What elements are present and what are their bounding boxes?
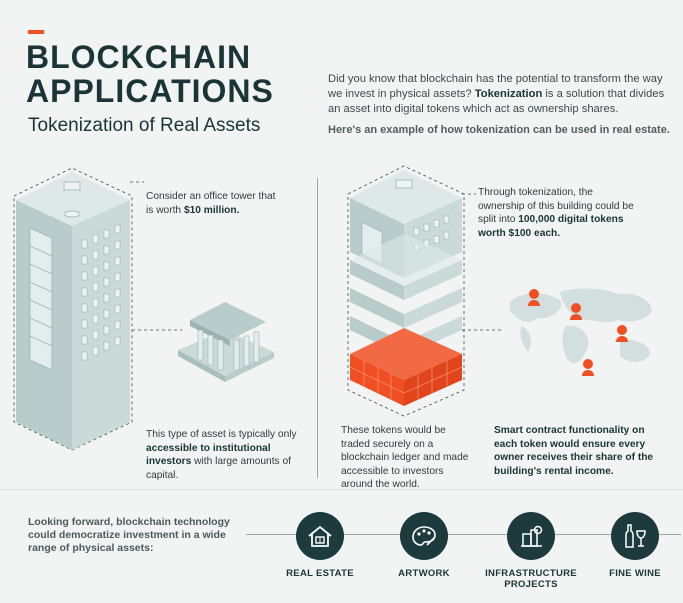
- window: [114, 224, 121, 234]
- window: [92, 346, 99, 356]
- window: [92, 266, 99, 276]
- window: [114, 256, 121, 266]
- window: [114, 336, 121, 346]
- window: [92, 250, 99, 260]
- window: [103, 293, 110, 303]
- window: [114, 288, 121, 298]
- window: [103, 245, 110, 255]
- window: [103, 277, 110, 287]
- office-tower-illustration: [13, 167, 133, 451]
- connector-token: [462, 193, 476, 195]
- institution-building-illustration: [178, 302, 274, 382]
- window: [81, 255, 88, 265]
- window: [81, 271, 88, 281]
- wine-icon: [625, 524, 646, 548]
- section-divider: [317, 178, 318, 478]
- window: [92, 330, 99, 340]
- connector-office: [130, 181, 144, 183]
- window: [81, 287, 88, 297]
- window: [81, 239, 88, 249]
- intro-keyword: Tokenization: [474, 88, 543, 100]
- window: [103, 341, 110, 351]
- asset-real-estate: REAL ESTATE: [270, 512, 370, 579]
- window: [92, 234, 99, 244]
- window: [81, 303, 88, 313]
- palette-icon: [412, 526, 436, 546]
- institutional-text: This type of asset is typically only acc…: [146, 429, 297, 481]
- asset-fine-wine: FINE WINE: [585, 512, 683, 579]
- connector-map: [462, 329, 502, 331]
- window: [81, 351, 88, 361]
- asset-infrastructure: INFRASTRUCTURE PROJECTS: [481, 512, 581, 590]
- window: [92, 282, 99, 292]
- tokenized-building-illustration: [347, 165, 465, 417]
- accent-bar: [28, 30, 44, 34]
- window: [103, 309, 110, 319]
- title-line-1: BLOCKCHAIN: [26, 39, 252, 75]
- asset-artwork: ARTWORK: [374, 512, 474, 579]
- window: [92, 298, 99, 308]
- infrastructure-icon: [521, 525, 543, 547]
- looking-forward-text: Looking forward, blockchain technology c…: [28, 516, 230, 554]
- window: [114, 272, 121, 282]
- house-icon: [308, 525, 332, 547]
- window: [81, 335, 88, 345]
- window: [114, 240, 121, 250]
- world-map-illustration: [510, 288, 652, 376]
- tokenization-split-text: Through tokenization, the ownership of t…: [478, 187, 634, 239]
- connector-left: [132, 329, 182, 331]
- window: [103, 261, 110, 271]
- window: [92, 314, 99, 324]
- title-line-2: APPLICATIONS: [26, 73, 274, 109]
- office-value-text: Consider an office tower that is worth $…: [146, 191, 276, 216]
- example-heading: Here's an example of how tokenization ca…: [328, 124, 670, 136]
- window: [114, 320, 121, 330]
- intro-paragraph: Did you know that blockchain has the pot…: [328, 73, 665, 115]
- window: [81, 319, 88, 329]
- asset-timeline-line: [246, 534, 681, 535]
- page-title: BLOCKCHAIN APPLICATIONS: [26, 40, 326, 108]
- window: [114, 304, 121, 314]
- footer-divider: [0, 489, 683, 490]
- window: [103, 325, 110, 335]
- page-subtitle: Tokenization of Real Assets: [28, 115, 261, 136]
- traded-tokens-text: These tokens would be traded securely on…: [341, 425, 469, 490]
- window: [103, 229, 110, 239]
- investor-pins: [528, 289, 628, 376]
- smart-contract-text: Smart contract functionality on each tok…: [494, 425, 654, 477]
